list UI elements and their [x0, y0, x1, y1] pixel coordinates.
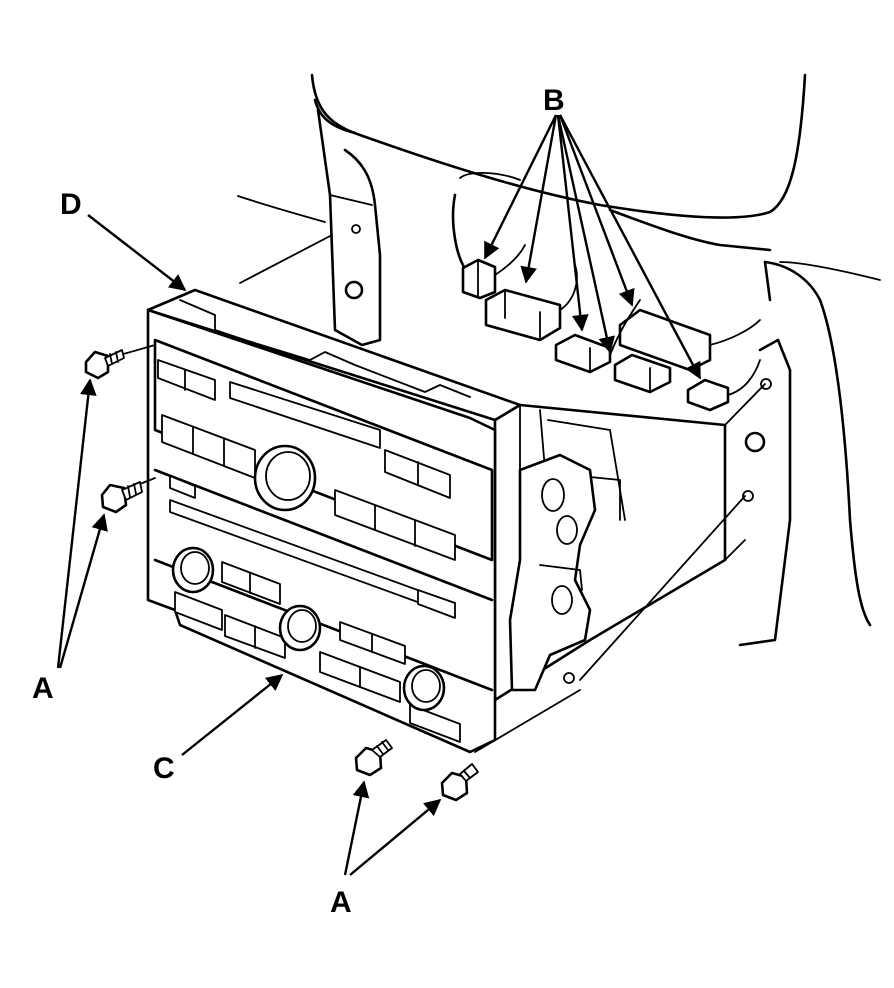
fan-knob	[171, 546, 215, 594]
dashboard-panel	[237, 73, 881, 647]
bolt-upper-left	[84, 349, 125, 380]
callout-label-c: C	[153, 752, 175, 785]
callout-label-b: B	[543, 84, 565, 117]
temp-knob	[402, 664, 446, 712]
bolt-bottom-right	[440, 763, 479, 802]
bolt-bottom-center	[354, 739, 393, 777]
callout-label-d: D	[60, 188, 82, 221]
volume-knob	[253, 444, 317, 512]
harness-connectors	[461, 244, 761, 412]
bolt-mid-left	[100, 481, 143, 514]
unit-side-bracket	[508, 453, 597, 692]
callout-label-a-left: A	[32, 672, 54, 705]
audio-unit-front-face	[146, 299, 497, 754]
callout-label-a-bottom: A	[330, 886, 352, 919]
leader-lines	[56, 114, 702, 876]
mode-knob	[278, 604, 322, 652]
